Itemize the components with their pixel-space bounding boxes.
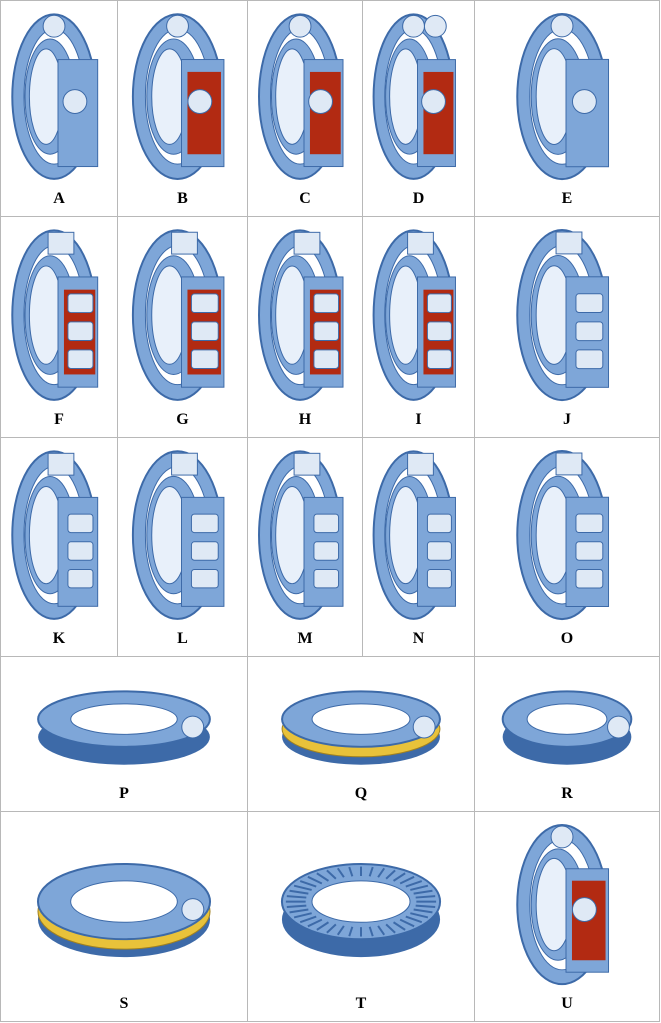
bearing-label: L — [177, 630, 188, 647]
bearing-thrust-yellow-icon — [281, 690, 441, 765]
bearing-ball-red-icon — [258, 13, 344, 180]
bearing-cell-n: N — [362, 437, 475, 657]
bearing-label: B — [177, 190, 188, 207]
bearing-cell-r: R — [474, 656, 660, 812]
bearing-label: Q — [354, 785, 368, 802]
bearing-label: K — [52, 630, 66, 647]
bearing-cell-p: P — [0, 656, 248, 812]
bearing-label: F — [54, 411, 64, 428]
bearing-label: I — [415, 411, 422, 428]
bearing-cell-g: G — [117, 216, 248, 438]
bearing-label: O — [560, 630, 574, 647]
bearing-taper-double-icon — [516, 450, 610, 621]
bearing-label: H — [298, 411, 312, 428]
bearing-roller-icon — [11, 229, 99, 401]
bearing-cell-l: L — [117, 437, 248, 657]
bearing-label: N — [412, 630, 425, 647]
bearing-taper-icon — [258, 450, 344, 620]
bearing-label: P — [119, 785, 129, 802]
bearing-taper-icon — [11, 450, 99, 620]
bearing-needle-icon — [131, 450, 225, 620]
bearing-label: C — [299, 190, 311, 207]
bearing-cell-i: I — [362, 216, 475, 438]
bearing-combined-icon — [516, 824, 610, 986]
bearing-label: J — [563, 411, 571, 428]
bearing-cell-o: O — [474, 437, 660, 657]
bearing-cell-b: B — [117, 0, 248, 217]
bearing-cell-q: Q — [247, 656, 475, 812]
bearing-spherical-icon — [372, 450, 456, 620]
bearing-cell-k: K — [0, 437, 118, 657]
bearing-label: D — [412, 190, 425, 207]
bearing-roller-icon — [372, 229, 456, 401]
bearing-cell-d: D — [362, 0, 475, 217]
bearing-label: A — [53, 190, 65, 207]
bearing-cell-s: S — [0, 811, 248, 1022]
bearing-label: U — [561, 995, 573, 1012]
bearing-insert-icon — [516, 13, 610, 181]
bearing-ball-icon — [11, 13, 99, 180]
bearing-cell-t: T — [247, 811, 475, 1022]
bearing-label: T — [355, 995, 367, 1012]
bearing-cell-f: F — [0, 216, 118, 438]
bearing-cell-m: M — [247, 437, 363, 657]
bearing-thrust-yellow-icon — [36, 862, 212, 958]
bearing-thrust-roller-icon — [501, 690, 633, 765]
bearing-label: R — [561, 785, 573, 802]
bearing-cell-h: H — [247, 216, 363, 438]
bearing-cell-e: E — [474, 0, 660, 217]
bearing-label: S — [119, 995, 129, 1012]
bearing-cell-a: A — [0, 0, 118, 217]
bearing-cell-u: U — [474, 811, 660, 1022]
bearing-label: M — [297, 630, 313, 647]
bearing-roller-icon — [258, 229, 344, 401]
bearing-needle-thrust-icon — [280, 862, 442, 958]
bearing-cell-c: C — [247, 0, 363, 217]
bearing-roller-icon — [131, 229, 225, 401]
bearing-thrust-ball-icon — [37, 690, 211, 765]
bearing-label: E — [561, 190, 573, 207]
bearing-label: G — [176, 411, 189, 428]
bearing-roller-double-icon — [516, 229, 610, 402]
bearing-cell-j: J — [474, 216, 660, 438]
bearing-ball-red-icon — [131, 13, 225, 180]
bearing-ball-double-icon — [372, 13, 456, 180]
